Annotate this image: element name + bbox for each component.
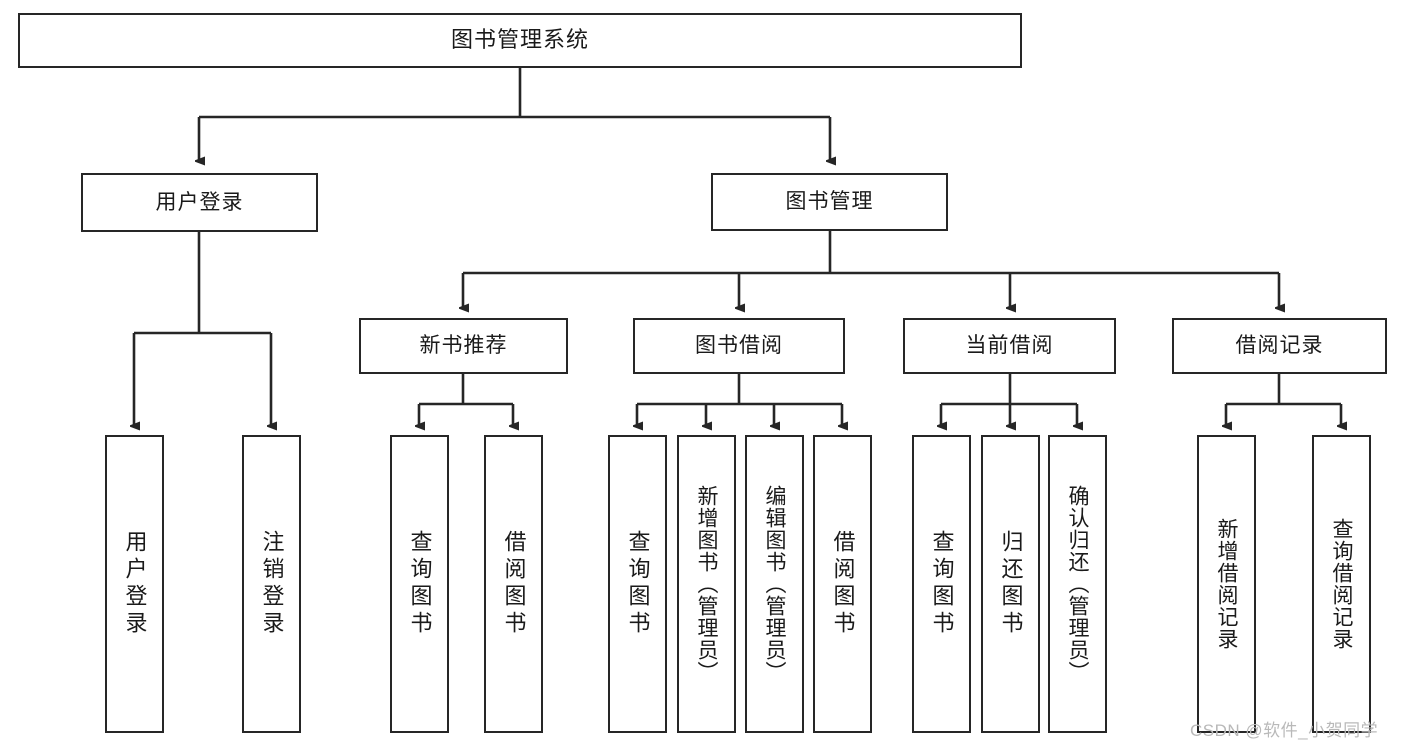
leaf-query-borrow-record[interactable]: 查询借阅记录 [1312, 435, 1371, 733]
node-user-login[interactable]: 用户登录 [81, 173, 318, 232]
leaf-return-book[interactable]: 归还图书 [981, 435, 1040, 733]
leaf-query-book-borrow[interactable]: 查询图书 [608, 435, 667, 733]
node-label: 新书推荐 [419, 334, 508, 358]
leaf-query-book-recommend[interactable]: 查询图书 [390, 435, 449, 733]
node-current-borrow[interactable]: 当前借阅 [903, 318, 1116, 374]
node-book-management[interactable]: 图书管理 [711, 173, 948, 231]
leaf-borrow-book-recommend[interactable]: 借阅图书 [484, 435, 543, 733]
leaf-user-login[interactable]: 用户登录 [105, 435, 164, 733]
node-label: 用户登录 [155, 190, 244, 214]
node-label: 编辑图书（管理员） [763, 485, 786, 683]
node-label: 新增借阅记录 [1215, 518, 1238, 650]
node-label: 归还图书 [998, 530, 1024, 638]
node-label: 查询图书 [625, 530, 651, 638]
leaf-add-book-admin[interactable]: 新增图书（管理员） [677, 435, 736, 733]
node-label: 查询图书 [929, 530, 955, 638]
node-label: 借阅图书 [501, 530, 527, 638]
leaf-add-borrow-record[interactable]: 新增借阅记录 [1197, 435, 1256, 733]
node-label: 当前借阅 [965, 334, 1054, 358]
node-label: 查询借阅记录 [1330, 518, 1353, 650]
node-label: 查询图书 [407, 530, 433, 638]
leaf-confirm-return-admin[interactable]: 确认归还（管理员） [1048, 435, 1107, 733]
node-label: 借阅记录 [1235, 334, 1324, 358]
node-label: 确认归还（管理员） [1066, 485, 1089, 683]
node-label: 借阅图书 [830, 530, 856, 638]
node-borrow-record[interactable]: 借阅记录 [1172, 318, 1387, 374]
watermark-csdn: CSDN @软件_小贺同学 [1190, 721, 1379, 740]
node-label: 注销登录 [259, 530, 285, 638]
node-label: 图书管理系统 [450, 27, 589, 53]
node-book-borrow[interactable]: 图书借阅 [633, 318, 845, 374]
node-label: 图书借阅 [695, 334, 783, 358]
leaf-query-book-current[interactable]: 查询图书 [912, 435, 971, 733]
node-label: 用户登录 [122, 530, 148, 638]
leaf-edit-book-admin[interactable]: 编辑图书（管理员） [745, 435, 804, 733]
node-new-book-recommend[interactable]: 新书推荐 [359, 318, 568, 374]
node-label: 新增图书（管理员） [695, 485, 718, 683]
node-label: 图书管理 [785, 190, 874, 214]
leaf-borrow-book[interactable]: 借阅图书 [813, 435, 872, 733]
node-root-book-management-system[interactable]: 图书管理系统 [18, 13, 1022, 68]
leaf-logout-login[interactable]: 注销登录 [242, 435, 301, 733]
